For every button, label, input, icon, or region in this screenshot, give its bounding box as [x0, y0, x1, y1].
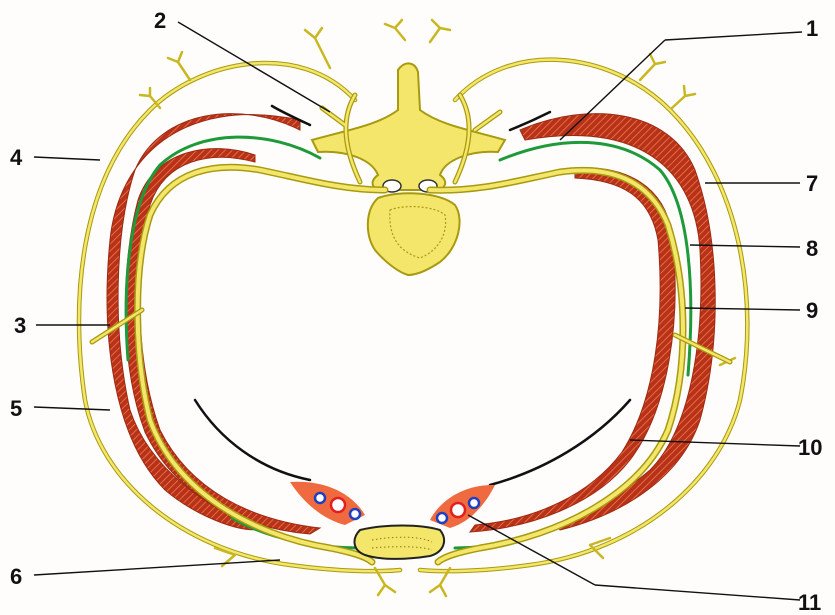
lateral-cutaneous-branches	[92, 310, 730, 362]
artery-left	[331, 498, 345, 512]
label-8: 8	[806, 236, 818, 261]
label-10: 10	[798, 435, 822, 460]
label-1: 1	[806, 16, 818, 41]
vein-right-2	[469, 498, 479, 508]
lateral-cutaneous-branches-fill	[92, 310, 730, 362]
label-6: 6	[10, 564, 22, 589]
sternum	[355, 526, 445, 559]
label-3: 3	[14, 313, 26, 338]
artery-right	[451, 503, 465, 517]
label-5: 5	[10, 396, 22, 421]
label-2: 2	[154, 8, 166, 33]
vertebral-body	[368, 193, 460, 275]
vein-left-2	[350, 509, 360, 519]
label-7: 7	[806, 171, 818, 196]
vein-left-1	[315, 493, 325, 503]
label-4: 4	[10, 145, 23, 170]
label-11: 11	[798, 590, 821, 615]
vein-right-1	[437, 513, 447, 523]
label-9: 9	[806, 298, 818, 323]
vertebra	[312, 63, 505, 275]
